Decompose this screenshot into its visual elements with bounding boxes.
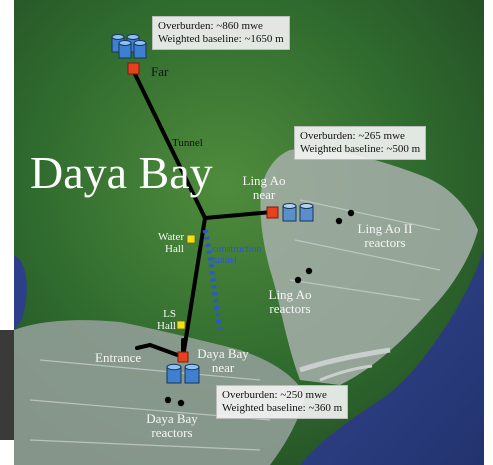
- ls-hall-line2: Hall: [157, 320, 176, 332]
- daya-bay-near-line2: near: [211, 360, 235, 375]
- far-baseline: Weighted baseline: ~1650 m: [158, 33, 284, 45]
- map-title: Daya Bay: [30, 147, 213, 198]
- construction-tunnel-label: construction tunnel: [212, 244, 261, 266]
- daya-bay-near-site-marker: [177, 351, 189, 363]
- far-info-box: Overburden: ~860 mwe Weighted baseline: …: [152, 16, 290, 50]
- daya-bay-overburden: Overburden: ~250 mwe: [222, 389, 327, 401]
- ling-ao-near-line2: near: [252, 187, 276, 202]
- ling-ao-near-site-marker: [266, 206, 279, 219]
- ling-ao-reactors-label: Ling Ao reactors: [255, 288, 325, 316]
- urban-area-ling-ao: [260, 149, 478, 385]
- daya-bay-reactors-line1: Daya Bay: [146, 411, 198, 426]
- ling-ao-reactors-line2: reactors: [269, 301, 311, 316]
- ling-ao-baseline: Weighted baseline: ~500 m: [300, 143, 421, 155]
- urban-area-daya-bay: [14, 320, 305, 465]
- ling-ao-ii-line1: Ling Ao II: [357, 221, 413, 236]
- reactor-markers: [164, 209, 355, 407]
- ls-hall-label: LS Hall: [148, 308, 176, 332]
- daya-bay-near-detectors: [166, 363, 200, 384]
- ling-ao-ii-line2: reactors: [364, 235, 406, 250]
- photo-fragment: [0, 330, 14, 440]
- daya-bay-near-label: Daya Bay near: [188, 347, 258, 375]
- daya-bay-reactors-line2: reactors: [151, 425, 193, 440]
- sea-right: [300, 248, 484, 465]
- ling-ao-overburden: Overburden: ~265 mwe: [300, 130, 405, 142]
- daya-bay-info-box: Overburden: ~250 mwe Weighted baseline: …: [216, 385, 349, 419]
- water-hall-line2: Hall: [165, 243, 184, 255]
- entrance-label: Entrance: [95, 350, 142, 365]
- water-hall-label: Water Hall: [150, 231, 184, 255]
- ling-ao-near-line1: Ling Ao: [242, 173, 286, 188]
- construction-line1: construction: [212, 244, 262, 255]
- daya-bay-near-line1: Daya Bay: [197, 346, 249, 361]
- ling-ao-reactors-line1: Ling Ao: [268, 287, 312, 302]
- water-hall-marker: [186, 234, 196, 244]
- far-site-marker: [127, 62, 140, 75]
- ling-ao-near-detectors: [282, 203, 314, 222]
- ling-ao-near-label: Ling Ao near: [236, 174, 292, 202]
- tunnel-label: Tunnel: [172, 137, 203, 149]
- breakwater: [299, 347, 391, 373]
- ling-ao-ii-reactors-label: Ling Ao II reactors: [350, 222, 420, 250]
- sea-left: [14, 255, 27, 330]
- ling-ao-info-box: Overburden: ~265 mwe Weighted baseline: …: [294, 126, 427, 160]
- far-overburden: Overburden: ~860 mwe: [158, 20, 263, 32]
- water-hall-line1: Water: [158, 231, 184, 243]
- ls-hall-line1: LS: [163, 308, 176, 320]
- daya-bay-reactors-label: Daya Bay reactors: [136, 412, 208, 440]
- ls-hall-marker: [176, 320, 186, 330]
- construction-line2: tunnel: [212, 255, 237, 266]
- far-detectors: [111, 34, 147, 59]
- far-label: Far: [151, 64, 169, 79]
- daya-bay-baseline: Weighted baseline: ~360 m: [222, 402, 343, 414]
